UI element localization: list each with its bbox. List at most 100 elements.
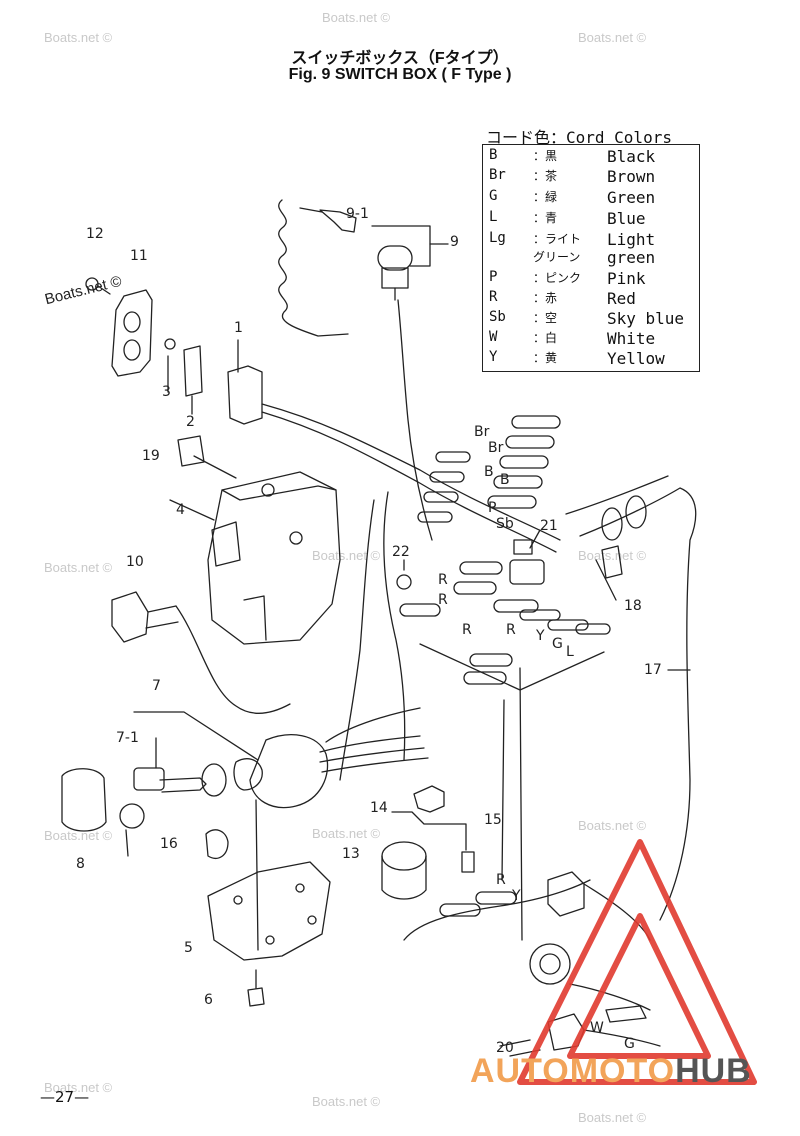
bullet-connectors: [399, 415, 611, 917]
wire-label: Br: [474, 424, 490, 440]
legend-color: Pink: [607, 269, 646, 288]
wire-label: Y: [512, 888, 521, 904]
watermark: Boats.net ©: [44, 828, 113, 843]
callout: 5: [184, 940, 193, 956]
wire-label: B: [500, 472, 510, 488]
callout: 2: [186, 414, 195, 430]
wire-label: R: [438, 572, 448, 588]
legend-jp: ：緑: [533, 190, 558, 204]
watermark: Boats.net ©: [578, 1110, 647, 1125]
mounting-plate: [207, 861, 331, 961]
mount-bracket: [183, 345, 203, 397]
wire-label: R: [438, 592, 448, 608]
callout: 15: [484, 812, 502, 828]
lanyard-clip: [319, 209, 357, 233]
wire-label: Br: [488, 440, 504, 456]
watermark: Boats.net ©: [312, 826, 381, 841]
legend-jp: ：茶: [533, 169, 558, 183]
harness-tube: [579, 487, 697, 921]
callout: 18: [624, 598, 642, 614]
legend-code: R: [489, 289, 498, 305]
legend-color: Sky blue: [607, 309, 685, 328]
lanyard-coil: [278, 199, 349, 337]
legend-color: Brown: [607, 167, 656, 186]
wire-label: P: [488, 500, 497, 516]
wire-label: Sb: [496, 516, 514, 532]
legend-color: Red: [607, 289, 636, 308]
plug-connector: [547, 871, 585, 917]
legend-color: Light: [607, 230, 656, 249]
legend-code: G: [489, 188, 498, 204]
legend-row: R ：赤 Red: [489, 289, 695, 309]
watermark: Boats.net ©: [44, 30, 113, 45]
callout: 1: [234, 320, 243, 336]
legend-jp: ：空: [533, 311, 558, 325]
grommet-plate: [111, 289, 153, 377]
legend-title: コード色：Cord Colors: [486, 128, 672, 147]
ignition-switch: [249, 734, 329, 809]
legend-color: Blue: [607, 209, 646, 228]
rubber-boot: [61, 768, 107, 832]
logo-triangle: [517, 839, 757, 1085]
callout: 9: [450, 234, 459, 250]
watermark: Boats.net ©: [312, 1094, 381, 1109]
figure-title-japanese: スイッチボックス（Fタイプ）: [291, 50, 509, 67]
callout: 3: [162, 384, 171, 400]
legend-code: Lg: [489, 230, 506, 246]
legend-jp: ：黒: [533, 149, 558, 163]
legend-code: P: [489, 269, 498, 285]
callout: 7: [152, 678, 161, 694]
watermark: Boats.net ©: [44, 1080, 113, 1095]
automotohub-logo: AUTOMOTOHUB: [470, 1052, 752, 1091]
callout: 22: [392, 544, 410, 560]
wire-label: G: [624, 1036, 635, 1052]
watermark: Boats.net ©: [312, 548, 381, 563]
callout: 4: [176, 502, 185, 518]
stop-switch: [377, 245, 413, 271]
figure-title: Fig. 9 SWITCH BOX ( F Type ): [288, 66, 512, 83]
watermark: Boats.net ©: [578, 548, 647, 563]
wire-label: R: [496, 872, 506, 888]
callout: 16: [160, 836, 178, 852]
wire-label: L: [566, 644, 574, 660]
wire-label: R: [506, 622, 516, 638]
callout: 11: [130, 248, 148, 264]
callout: 6: [204, 992, 213, 1008]
callout: 9-1: [346, 206, 369, 222]
logo-text-b: HUB: [675, 1052, 752, 1090]
legend-color: White: [607, 329, 656, 348]
watermark: Boats.net ©: [578, 30, 647, 45]
callout: 10: [126, 554, 144, 570]
legend-row: Lg ：ライト Light: [489, 230, 695, 250]
legend-jp: ：赤: [533, 291, 558, 305]
watermark: Boats.net ©: [322, 10, 391, 25]
wire-label: W: [590, 1020, 604, 1036]
legend-code: Y: [489, 349, 498, 365]
legend-color: Black: [607, 147, 656, 166]
legend-code: W: [489, 329, 498, 345]
connector: [111, 591, 149, 643]
callout: 7-1: [116, 730, 139, 746]
watermark: Boats.net ©: [578, 818, 647, 833]
legend-jp: ：黄: [533, 351, 558, 365]
callout: 13: [342, 846, 360, 862]
callout: 8: [76, 856, 85, 872]
wire-label: B: [484, 464, 494, 480]
callout: 21: [540, 518, 558, 534]
legend-jp: グリーン: [533, 250, 581, 264]
wire-harness: [261, 403, 561, 541]
wire-label: G: [552, 636, 563, 652]
legend-color: green: [607, 248, 656, 267]
legend-jp: ：ライト: [533, 232, 582, 246]
wire-label: Y: [536, 628, 545, 644]
legend-code: L: [489, 209, 498, 225]
